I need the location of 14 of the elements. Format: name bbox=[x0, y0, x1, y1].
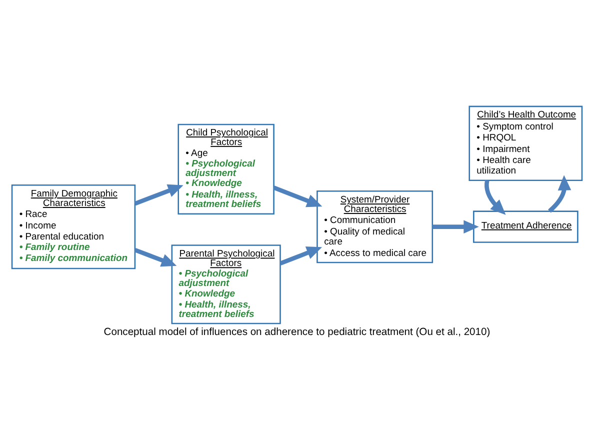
node-box: Child’s Health Outcome • Symptom control • HRQOL • Impairment • Health care utilization bbox=[468, 105, 583, 181]
arrow bbox=[273, 185, 322, 207]
node-box: Child Psychological Factors • Age • Psychological adjustment • Knowledge • Health, illness, treatment beliefs bbox=[178, 123, 274, 214]
arrow bbox=[134, 184, 184, 206]
arrow bbox=[484, 180, 506, 214]
arrow bbox=[432, 220, 479, 233]
arrow bbox=[134, 247, 177, 266]
node-box: Parental Psychological Factors • Psychological adjustment • Knowledge • Health, illness, treatment beliefs bbox=[171, 244, 281, 324]
node-box: System/Provider Characteristics • Communication • Quality of medical care • Access to medical care bbox=[316, 190, 434, 263]
arrow bbox=[280, 246, 322, 265]
arrow bbox=[548, 174, 572, 212]
caption: Conceptual model of influences on adherence to pediatric treatment (Ou et al., 2010) bbox=[104, 326, 490, 338]
node-box: Family Demographic Characteristics • Race • Income • Parental education • Family routine • Family communication bbox=[11, 184, 136, 269]
node-box: Treatment Adherence bbox=[473, 210, 578, 242]
